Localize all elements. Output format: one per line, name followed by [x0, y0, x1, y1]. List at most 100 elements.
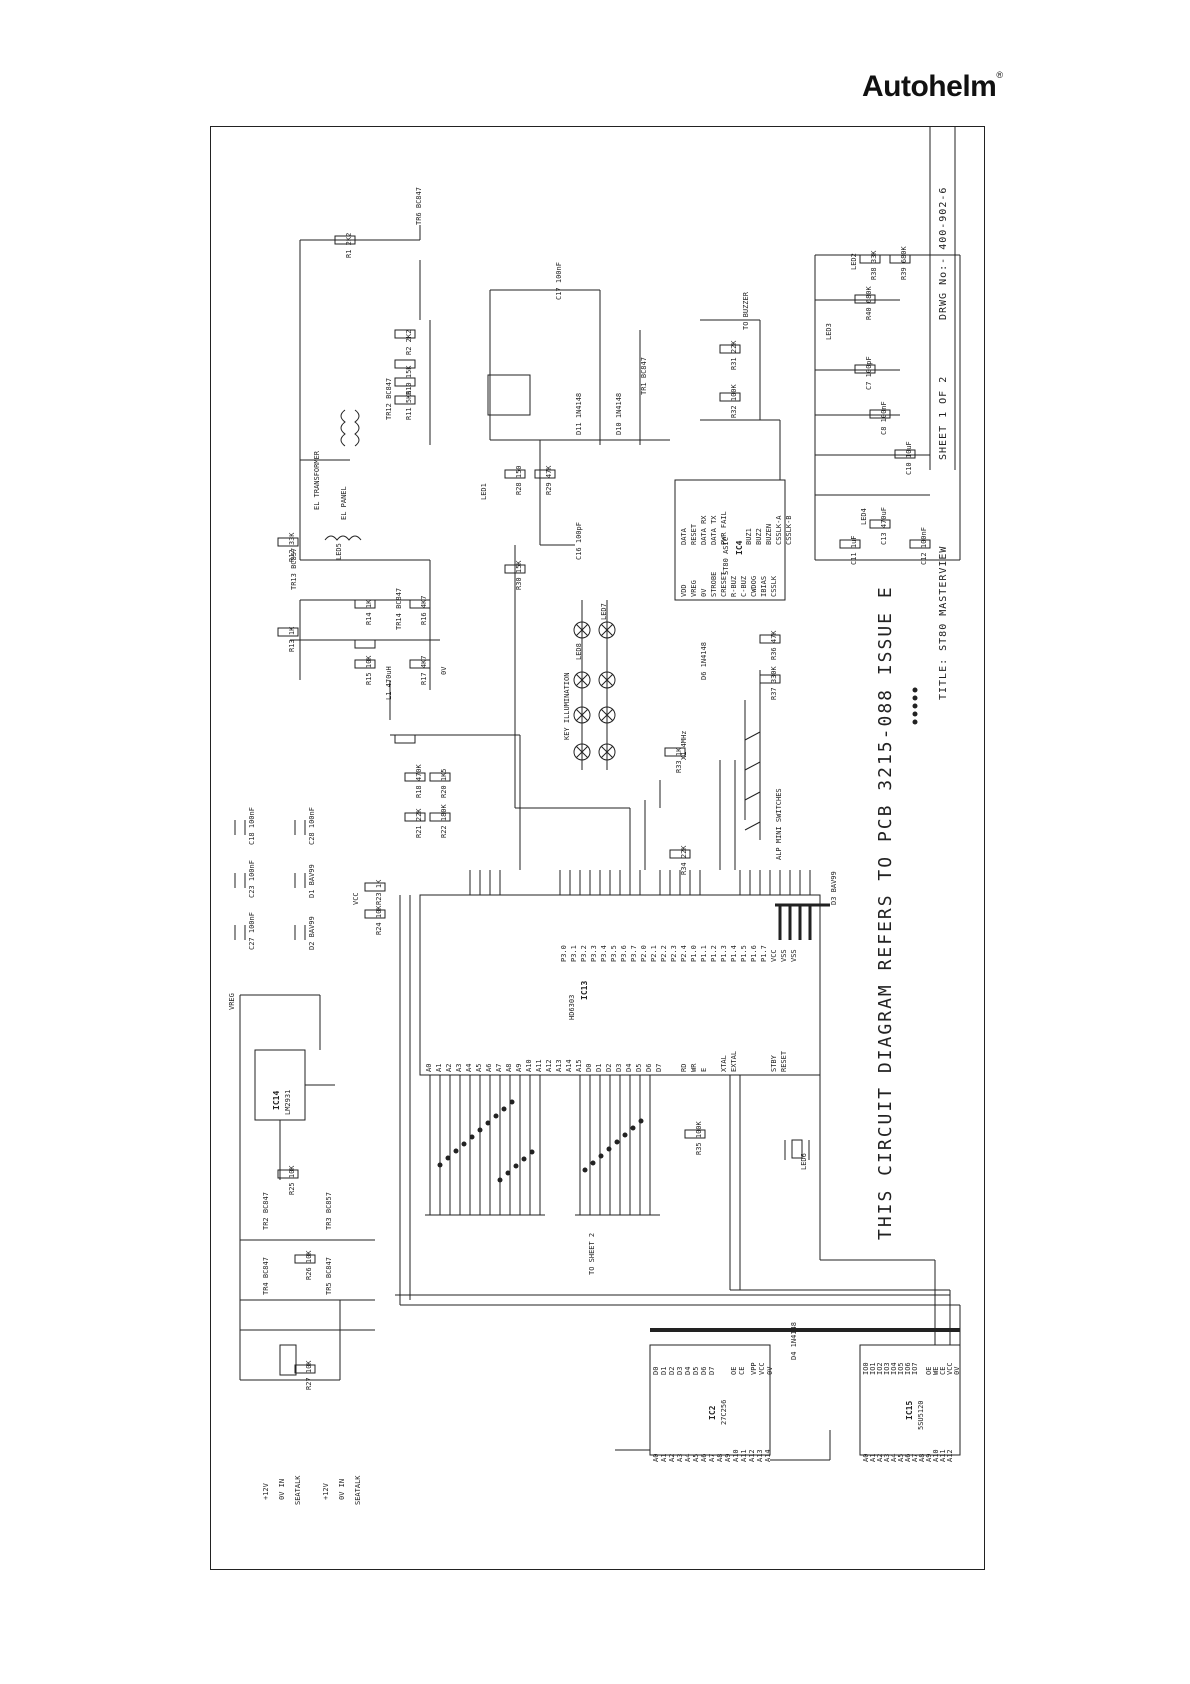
ic15-label: IC15: [905, 1400, 914, 1420]
ic2-pin-label: 0V: [766, 1366, 774, 1375]
component-label: R16 4K7: [420, 595, 428, 625]
transformer-secondary: [354, 409, 360, 447]
el-transformer-label: EL TRANSFORMER: [313, 450, 321, 510]
ic4-pin-label: PWR FAIL: [720, 511, 728, 545]
ic15-pin-label: IO7: [911, 1362, 919, 1375]
ic13-pin-label: A0: [425, 1063, 433, 1072]
ic2-pin-label: A4: [684, 1453, 692, 1462]
component-label: R38 33K: [870, 250, 878, 280]
ic13-pin-label: P2.3: [670, 945, 678, 962]
ic4-pin-label: DATA RX: [700, 515, 708, 545]
ic2-pin-label: A2: [668, 1453, 676, 1462]
ic13-pin-label: VCC: [770, 949, 778, 962]
ic4-pin-label: RESET: [690, 523, 698, 545]
sheet-reference: TO SHEET 2: [588, 1232, 596, 1275]
ic13-pin-label: P3.4: [600, 945, 608, 962]
buzzer-label: TO BUZZER: [742, 292, 750, 330]
component-label: C10 10uF: [905, 441, 913, 475]
component-label: R28 150: [515, 465, 523, 495]
power-label: 0V IN: [338, 1478, 346, 1500]
ic13-pin-label: RD: [680, 1063, 688, 1072]
sheet-number: SHEET 1 OF 2: [938, 375, 949, 460]
ic2-pin-label: A9: [724, 1453, 732, 1462]
ic2-body: [649, 1344, 771, 1456]
ic13-pin-label: P1.6: [750, 945, 758, 962]
component-label: R29 47K: [545, 465, 553, 495]
ic15-body: [859, 1344, 961, 1456]
component-label: C8 100nF: [880, 401, 888, 435]
component-label: L1 470uH: [385, 666, 393, 700]
component-label: R39 680K: [900, 246, 908, 280]
ic13-pin-label: P1.5: [740, 945, 748, 962]
ic2-pin-label: A13: [756, 1449, 764, 1462]
component-label: R30 15K: [515, 560, 523, 590]
ic2-pin-label: D0: [652, 1366, 660, 1375]
component-label: LED1: [480, 483, 488, 500]
crystal-body: [791, 1139, 803, 1159]
component-label: D4 1N4148: [790, 1322, 798, 1360]
ic15-part: 5SU5120: [917, 1400, 925, 1430]
ic2-pin-label: VCC: [758, 1362, 766, 1375]
component-label: D1 BAV99: [308, 864, 316, 898]
ic13-pin-label: A6: [485, 1063, 493, 1072]
ic2-pin-label: D5: [692, 1366, 700, 1375]
ic4-pin-label: VREG: [690, 580, 698, 597]
component-label: TR6 BC847: [415, 187, 423, 225]
drawing-frame: [210, 126, 985, 1570]
ic13-pin-label: A15: [575, 1059, 583, 1072]
ic13-pin-label: D4: [625, 1063, 633, 1072]
ic13-pin-label: P3.3: [590, 945, 598, 962]
ic4-pin-label: C-BUZ: [740, 575, 748, 597]
ic14-part: LM2931: [284, 1089, 292, 1115]
component-label: TR1 BC847: [640, 357, 648, 395]
ic2-label: IC2: [708, 1405, 717, 1420]
component-label: R24 10K: [375, 905, 383, 935]
ic13-part: HD6303: [568, 994, 576, 1020]
ic2-pin-label: A7: [708, 1453, 716, 1462]
ic13-pin-label: D5: [635, 1063, 643, 1072]
ic4-pin-label: CRESET: [720, 571, 728, 597]
component-label: TR4 BC847: [262, 1257, 270, 1295]
ic4-pin-label: CSSLK-A: [775, 515, 783, 545]
ic13-pin-label: D1: [595, 1063, 603, 1072]
component-label: D2 BAV99: [308, 916, 316, 950]
ic2-pin-label: VPP: [750, 1362, 758, 1375]
component-label: LED6: [800, 1153, 808, 1170]
ic2-pin-label: A14: [764, 1449, 772, 1462]
ic13-pin-label: P1.2: [710, 945, 718, 962]
power-label: 0V IN: [278, 1478, 286, 1500]
ic4-body: [674, 479, 786, 601]
ic13-pin-label: A8: [505, 1063, 513, 1072]
ic13-pin-label: D0: [585, 1063, 593, 1072]
ic2-pin-label: OE: [730, 1366, 738, 1375]
ic13-pin-label: P1.7: [760, 945, 768, 962]
component-label: C23 100nF: [248, 860, 256, 898]
ic2-pin-label: A6: [700, 1453, 708, 1462]
component-label: TR12 BC847: [385, 377, 393, 420]
ic13-pin-label: D7: [655, 1063, 663, 1072]
key-switches-label: ALP MINI SWITCHES: [775, 788, 783, 860]
component-label: LED2: [850, 253, 858, 270]
el-panel-label: EL PANEL: [340, 486, 348, 520]
component-label: TR13 BC857: [290, 547, 298, 590]
ic2-pin-label: A8: [716, 1453, 724, 1462]
ic13-pin-label: XTAL: [720, 1055, 728, 1072]
component-label: LED5: [335, 543, 343, 560]
component-label: R15 10K: [365, 655, 373, 685]
ic13-pin-label: A2: [445, 1063, 453, 1072]
ic13-pin-label: P3.6: [620, 945, 628, 962]
component-label: R1 2K2: [345, 232, 353, 258]
ic2-pin-label: D2: [668, 1366, 676, 1375]
component-label: R26 10K: [305, 1250, 313, 1280]
component-label: R40 680K: [865, 286, 873, 320]
circuit-diagram-note: THIS CIRCUIT DIAGRAM REFERS TO PCB 3215-…: [875, 585, 896, 1240]
ic2-pin-label: A1: [660, 1453, 668, 1462]
ic4-pin-label: STROBE: [710, 571, 718, 597]
ic13-pin-label: VSS: [780, 949, 788, 962]
ic13-pin-label: A11: [535, 1059, 543, 1072]
component-label: C12 100nF: [920, 527, 928, 565]
ic14-label: IC14: [272, 1090, 281, 1110]
test-point-dots: [437, 687, 918, 1183]
ic13-body: [419, 894, 821, 1076]
ic13-pin-label: STBY: [770, 1055, 778, 1072]
